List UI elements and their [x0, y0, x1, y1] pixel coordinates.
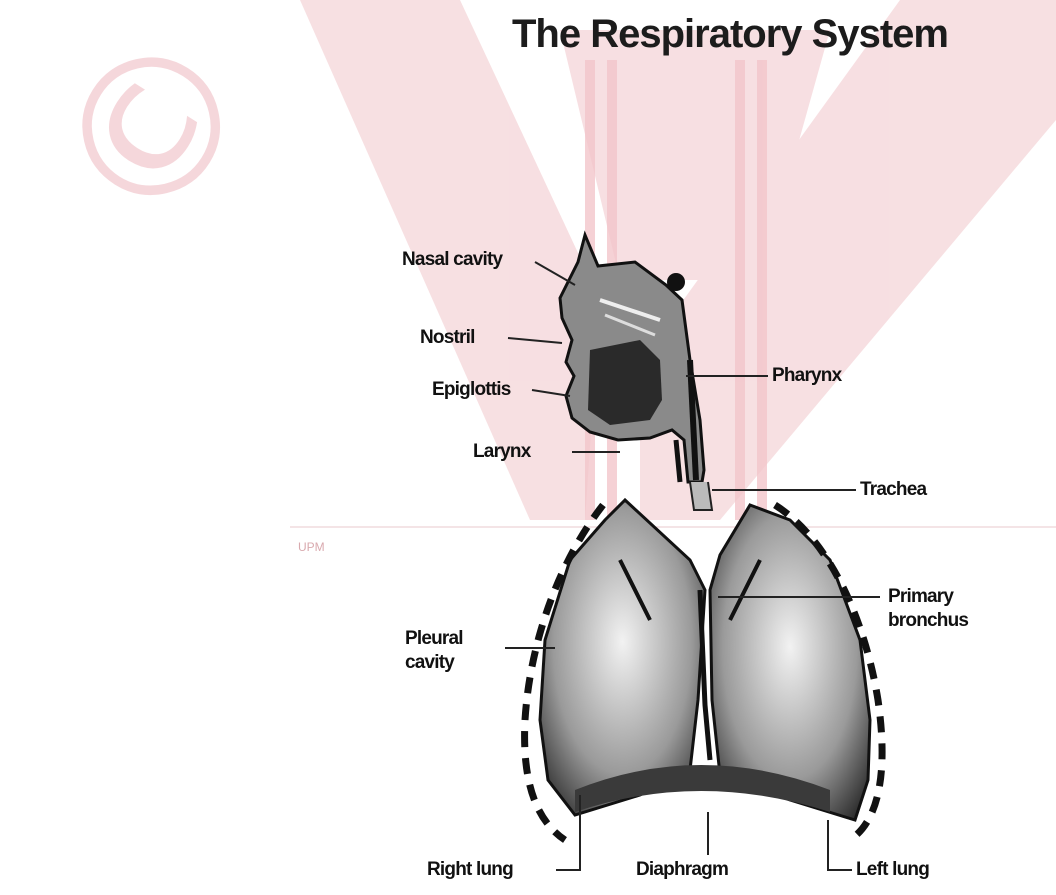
label-trachea: Trachea	[860, 478, 926, 502]
label-pharynx: Pharynx	[772, 364, 841, 388]
label-diaphragm: Diaphragm	[636, 858, 728, 882]
label-epiglottis: Epiglottis	[432, 378, 511, 402]
label-nasal-cavity: Nasal cavity	[402, 248, 502, 272]
label-nostril: Nostril	[420, 326, 475, 350]
label-pleural-cavity: Pleural cavity	[405, 627, 495, 675]
label-right-lung: Right lung	[427, 858, 513, 882]
head-airway	[560, 235, 712, 510]
label-larynx: Larynx	[473, 440, 531, 464]
label-left-lung: Left lung	[856, 858, 929, 882]
label-primary-bronchus: Primary bronchus	[888, 585, 998, 633]
